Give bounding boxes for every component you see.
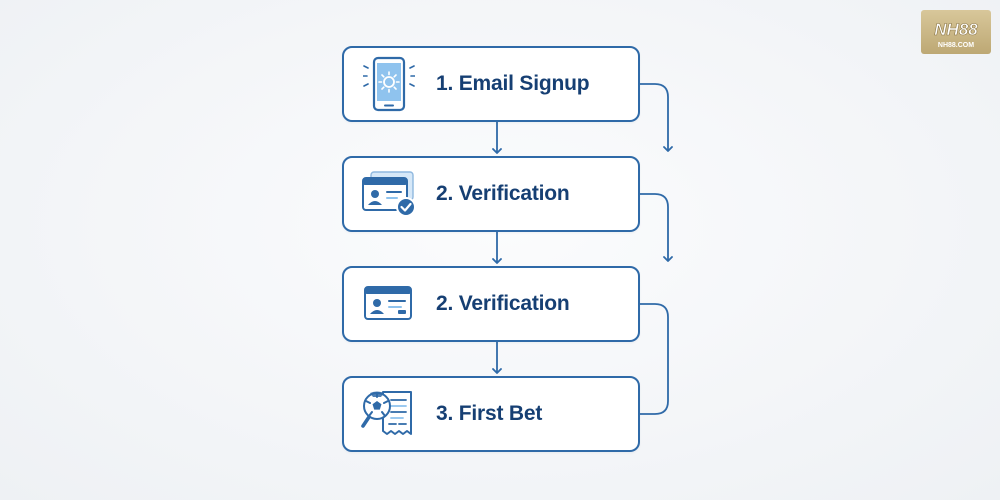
step-label: 1. Email Signup (436, 72, 590, 95)
step-verification-2: 2. Verification (342, 266, 640, 342)
step-verification: 2. Verification (342, 156, 640, 232)
id-card-check-icon (360, 165, 418, 223)
smartphone-icon (360, 55, 418, 113)
step-label: 2. Verification (436, 182, 570, 205)
logo-text: NH88 (934, 20, 978, 39)
side-arrow-2 (640, 193, 673, 262)
step-email-signup: 1. Email Signup (342, 46, 640, 122)
soccer-betslip-icon (360, 385, 418, 443)
id-card-icon (360, 275, 418, 333)
step-label: 3. First Bet (436, 402, 543, 425)
nh88-logo: NH88 NH88.COM (921, 10, 991, 54)
step-first-bet: 3. First Bet (342, 376, 640, 452)
side-loop-3-4 (640, 303, 669, 415)
logo-subtext: NH88.COM (938, 42, 974, 49)
side-arrow-1 (640, 83, 673, 152)
step-label: 2. Verification (436, 292, 570, 315)
